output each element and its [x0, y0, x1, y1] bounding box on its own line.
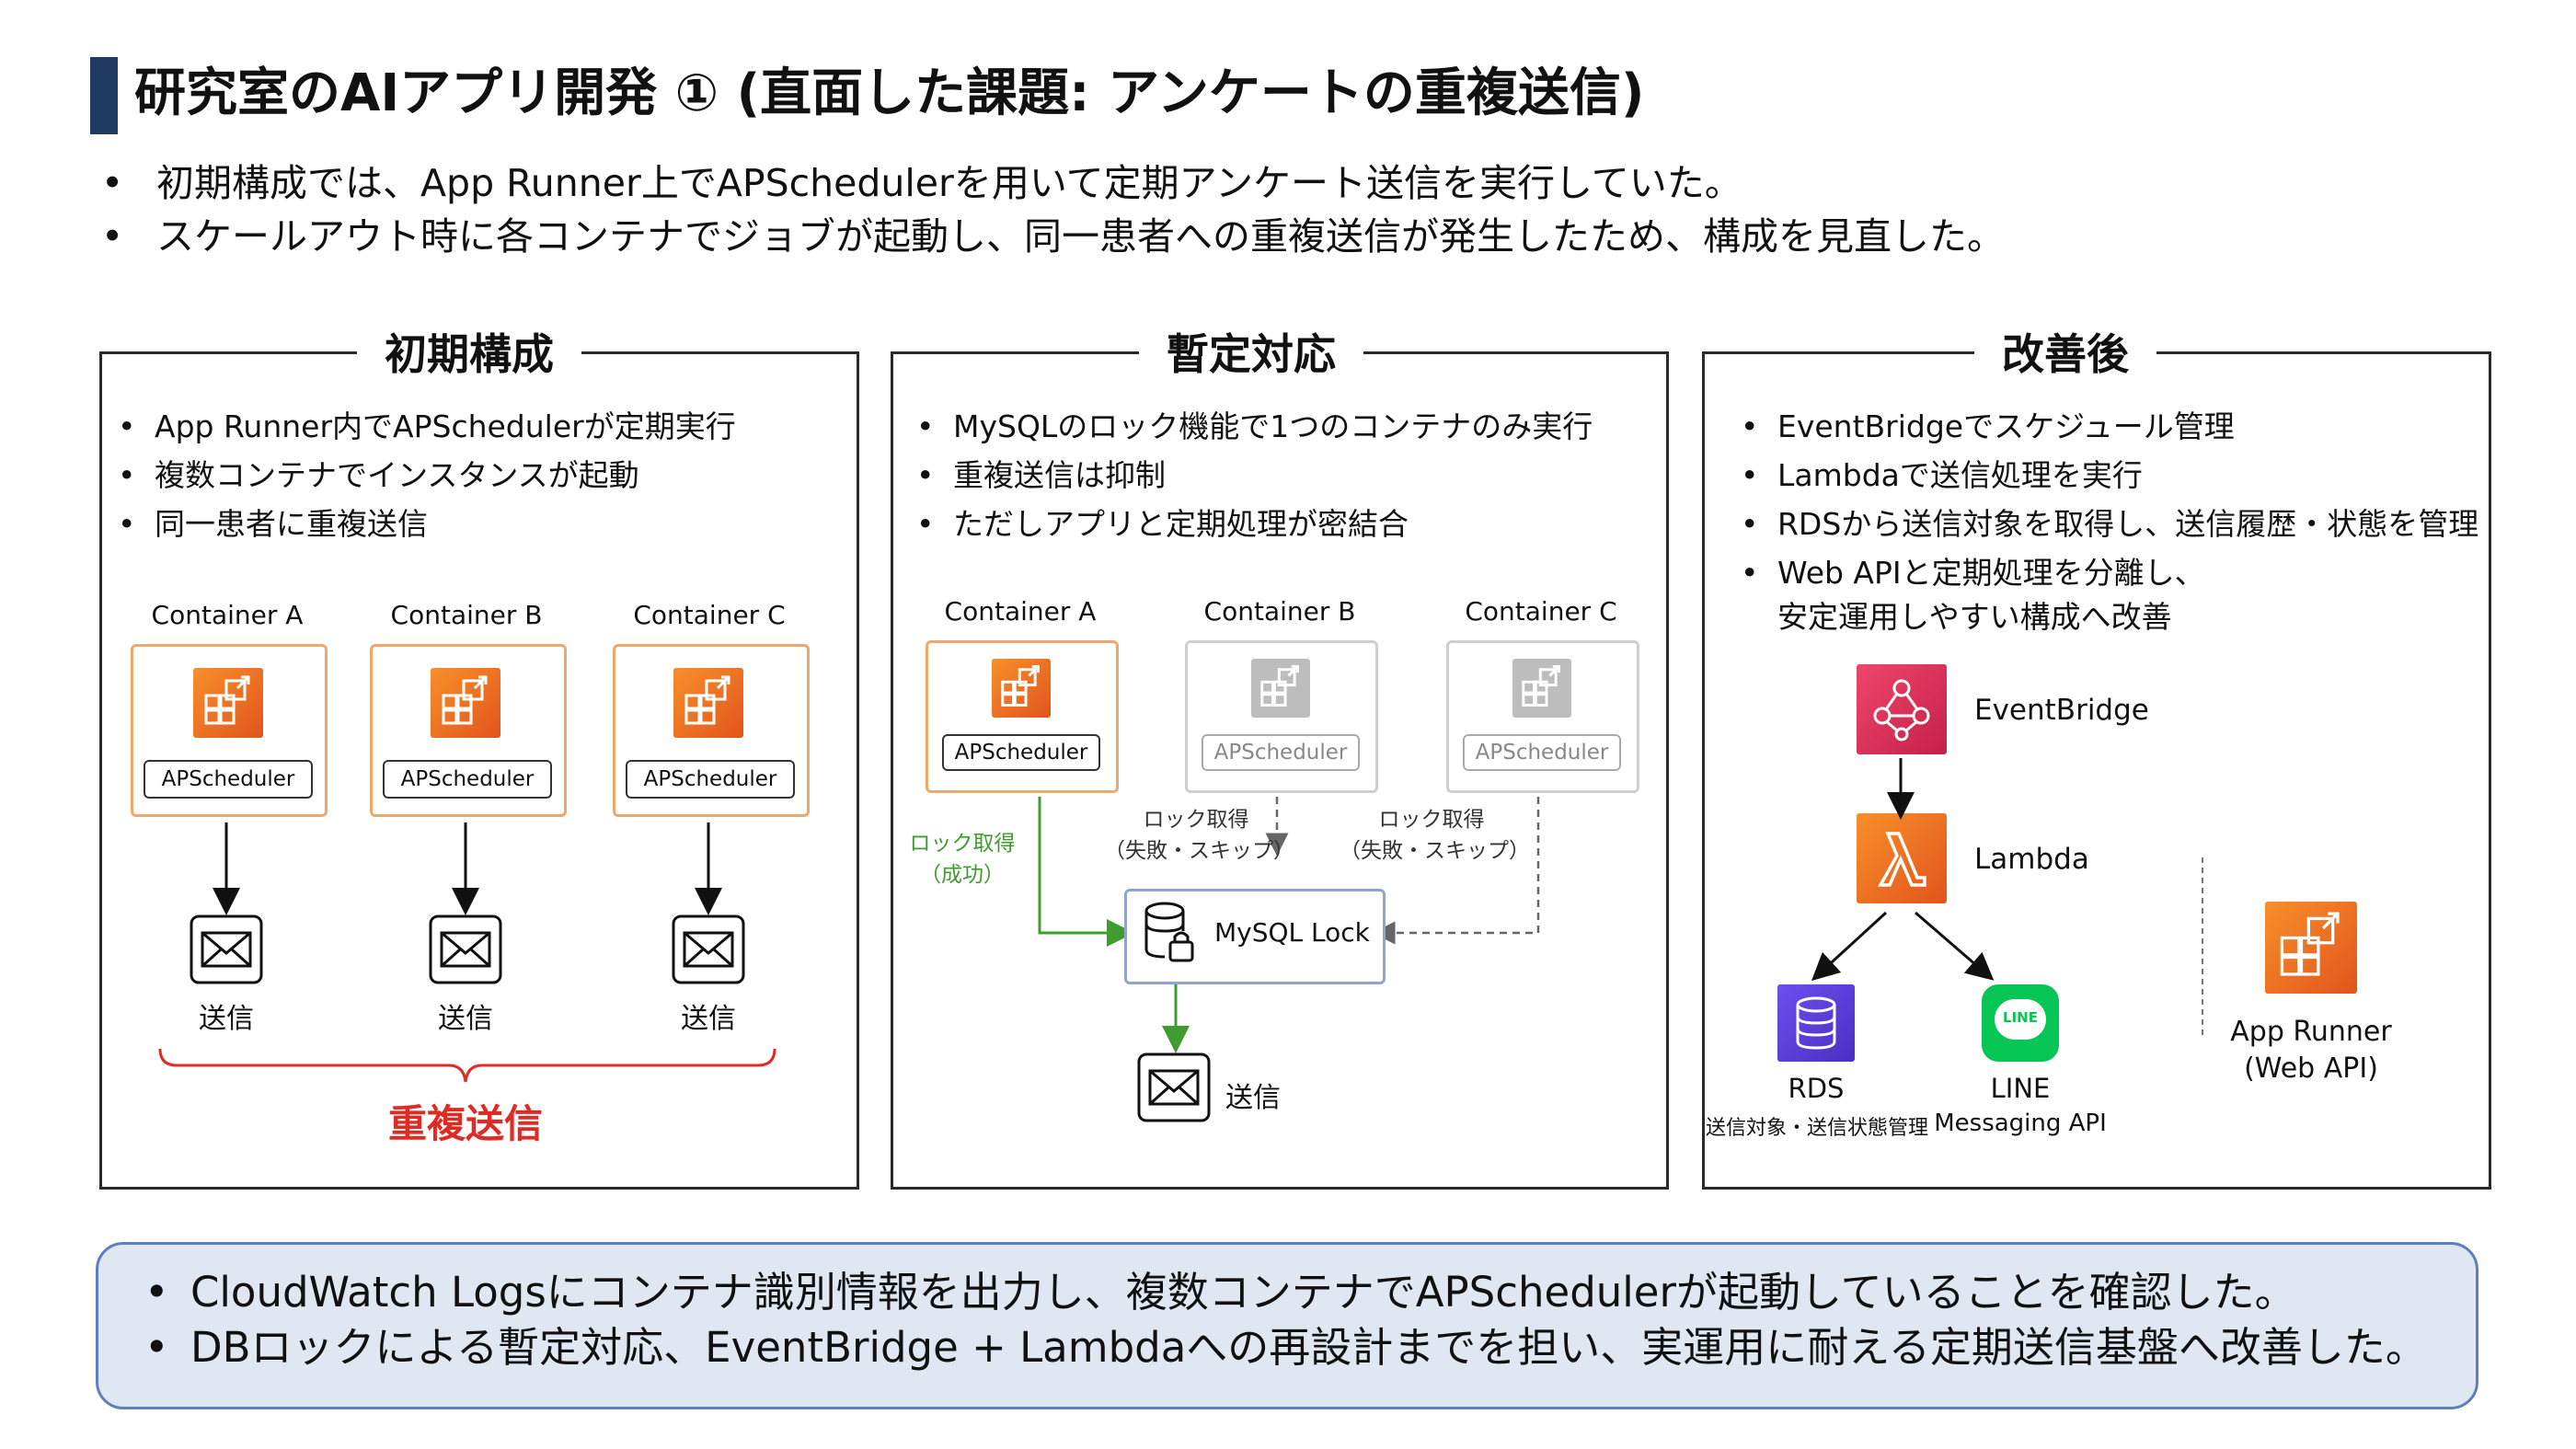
lock-success-line: ロック取得: [909, 832, 1016, 856]
panel-interim-bullets: MySQLのロック機能で1つのコンテナのみ実行 重複送信は抑制 ただしアプリと定…: [916, 402, 1593, 548]
panel-interim-title: 暫定対応: [1139, 327, 1363, 382]
lock-fail-line: ロック取得: [1378, 808, 1485, 832]
apprunner-icon-gray: [1251, 659, 1310, 718]
bullet-continuation: 安定運用しやすい構成へ改善: [1777, 599, 2172, 635]
apprunner-label: App Runner: [2230, 1016, 2392, 1048]
apprunner-icon: [2265, 902, 2357, 994]
rds-label: RDS: [1788, 1073, 1845, 1104]
bullet: App Runner内でAPSchedulerが定期実行: [118, 402, 736, 451]
apscheduler-tag: APScheduler: [626, 760, 795, 799]
improved-flow-graphics: [1811, 758, 2203, 1038]
apprunner-icon: [673, 668, 743, 738]
summary-bullet: DBロックによる暫定対応、EventBridge + Lambdaへの再設計まで…: [144, 1320, 2427, 1375]
lock-fail-arrow-c: [1372, 797, 1540, 945]
lock-fail-line: ロック取得: [1143, 808, 1249, 832]
bullet: Lambdaで送信処理を実行: [1741, 451, 2478, 500]
lock-success-label: ロック取得 （成功）: [907, 828, 1018, 891]
lambda-icon: [1857, 813, 1947, 903]
container-label: Container C: [633, 600, 786, 630]
lambda-label: Lambda: [1974, 843, 2089, 876]
bullet: MySQLのロック機能で1つのコンテナのみ実行: [916, 402, 1593, 451]
panel-improved-bullets: EventBridgeでスケジュール管理 Lambdaで送信処理を実行 RDSか…: [1741, 402, 2478, 638]
lock-fail-line: （失敗・スキップ）: [1104, 839, 1294, 863]
apscheduler-tag: APScheduler: [144, 760, 313, 799]
bullet: 重複送信は抑制: [916, 451, 1593, 500]
bullet: Web APIと定期処理を分離し、: [1741, 548, 2478, 597]
apprunner-icon: [992, 659, 1051, 718]
apprunner-icon: [431, 668, 500, 738]
interim-flow-graphics: [1038, 797, 1540, 1122]
apscheduler-tag: APScheduler: [383, 760, 552, 799]
bullet: RDSから送信対象を取得し、送信履歴・状態を管理: [1741, 500, 2478, 548]
lock-success-arrow: [1038, 797, 1134, 947]
mail-icon: [429, 914, 502, 984]
initial-flow-graphics: [158, 822, 776, 1083]
page-title: 研究室のAIアプリ開発 ① (直面した課題: アンケートの重複送信): [134, 63, 1645, 123]
bullet: 同一患者に重複送信: [118, 500, 736, 548]
intro-bullet: 初期構成では、App Runner上でAPSchedulerを用いて定期アンケー…: [101, 156, 2005, 210]
arrow-lambda-rds: [1811, 911, 1888, 982]
duplicate-send-label: 重複送信: [387, 1101, 543, 1146]
container-label: Container B: [1203, 596, 1356, 627]
arrow-lambda-line: [1915, 911, 1995, 981]
send-label: 送信: [1225, 1082, 1281, 1114]
panel-initial-title: 初期構成: [357, 327, 581, 382]
mail-icon: [190, 914, 263, 984]
bullet: 複数コンテナでインスタンスが起動: [118, 451, 736, 500]
mail-icon: [672, 914, 745, 984]
apprunner-icon-gray: [1512, 659, 1571, 718]
bullet: ただしアプリと定期処理が密結合: [916, 500, 1593, 548]
rds-sublabel: 送信対象・送信状態管理: [1706, 1117, 1929, 1140]
summary-bullet: CloudWatch Logsにコンテナ識別情報を出力し、複数コンテナでAPSc…: [144, 1265, 2427, 1320]
database-lock-icon: [1144, 902, 1194, 962]
send-label: 送信: [438, 1003, 493, 1035]
rds-icon: [1777, 984, 1855, 1062]
eventbridge-icon: [1857, 664, 1947, 754]
container-label: Container A: [151, 600, 304, 630]
title-accent-bar: [90, 57, 118, 134]
send-label: 送信: [199, 1003, 254, 1035]
summary-box: CloudWatch Logsにコンテナ識別情報を出力し、複数コンテナでAPSc…: [96, 1242, 2478, 1409]
container-label: Container A: [944, 596, 1097, 627]
apprunner-icon: [193, 668, 263, 738]
bullet: EventBridgeでスケジュール管理: [1741, 402, 2478, 451]
mysql-lock-label: MySQL Lock: [1214, 917, 1370, 948]
line-sublabel: Messaging API: [1934, 1110, 2107, 1137]
lock-fail-label: ロック取得 （失敗・スキップ）: [1340, 804, 1530, 867]
apprunner-sublabel: (Web API): [2244, 1052, 2378, 1085]
mail-icon: [1137, 1052, 1211, 1122]
apscheduler-tag: APScheduler: [1463, 734, 1621, 771]
intro-bullet: スケールアウト時に各コンテナでジョブが起動し、同一患者への重複送信が発生したため…: [101, 210, 2005, 263]
intro-bullets: 初期構成では、App Runner上でAPSchedulerを用いて定期アンケー…: [101, 156, 2005, 263]
line-icon: LINE: [1982, 984, 2059, 1062]
panel-initial-bullets: App Runner内でAPSchedulerが定期実行 複数コンテナでインスタ…: [118, 402, 736, 548]
apscheduler-tag: APScheduler: [1202, 734, 1360, 771]
panel-improved-title: 改善後: [1974, 327, 2156, 382]
lock-fail-label: ロック取得 （失敗・スキップ）: [1104, 804, 1294, 867]
apscheduler-tag: APScheduler: [942, 734, 1100, 771]
line-label: LINE: [1990, 1073, 2051, 1104]
send-label: 送信: [681, 1003, 736, 1035]
lock-success-line: （成功）: [920, 863, 1005, 887]
duplicate-brace: [158, 1048, 776, 1083]
container-label: Container C: [1465, 596, 1617, 627]
lock-fail-line: （失敗・スキップ）: [1340, 839, 1530, 863]
line-logo-text: LINE: [2003, 1009, 2038, 1026]
container-label: Container B: [390, 600, 543, 630]
eventbridge-label: EventBridge: [1974, 694, 2149, 727]
